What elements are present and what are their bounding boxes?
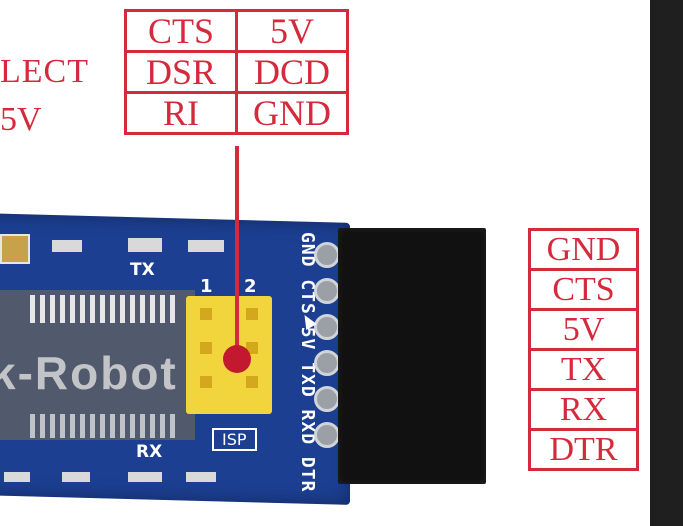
table-row: TX <box>528 348 639 391</box>
table-cell: DSR <box>124 50 238 94</box>
table-cell: DCD <box>235 50 349 94</box>
led-rx-component <box>128 472 162 482</box>
table-row: GND <box>528 228 639 271</box>
table-row: RX <box>528 388 639 431</box>
table-cell: DTR <box>528 428 639 471</box>
table-cell: CTS <box>528 268 639 311</box>
table-cell: 5V <box>235 9 349 53</box>
table-cell: GND <box>528 228 639 271</box>
table-cell: GND <box>235 91 349 135</box>
table-row: 5V <box>528 308 639 351</box>
header-pin <box>314 242 340 268</box>
header-pin <box>314 422 340 448</box>
top-pin-table: CTS 5V DSR DCD RI GND <box>124 9 349 135</box>
jumper-pin <box>200 376 212 388</box>
table-row: RI GND <box>124 91 349 135</box>
jumper-pin <box>246 308 258 320</box>
jumper-pin <box>200 342 212 354</box>
ic-pins-top <box>30 295 180 323</box>
header-pin <box>314 350 340 376</box>
smd-component <box>186 472 216 482</box>
jumper-number-1: 1 <box>200 276 213 297</box>
jumper-number-2: 2 <box>244 276 257 297</box>
jumper-pin <box>246 376 258 388</box>
dark-side-panel <box>650 0 683 526</box>
table-row: CTS <box>528 268 639 311</box>
rx-label: RX <box>136 442 163 462</box>
table-row: CTS 5V <box>124 9 349 53</box>
tx-label: TX <box>130 260 155 280</box>
indicator-dot <box>223 345 251 373</box>
smd-component <box>4 472 30 482</box>
table-cell: RX <box>528 388 639 431</box>
watermark-text: k-Robot <box>0 347 178 399</box>
select-label-line2: 5V <box>0 101 42 138</box>
right-pin-table: GND CTS 5V TX RX DTR <box>528 228 639 471</box>
header-connector <box>338 228 486 484</box>
table-cell: 5V <box>528 308 639 351</box>
select-label-line1: LECT <box>0 53 89 90</box>
header-pin <box>314 314 340 340</box>
table-row: DSR DCD <box>124 50 349 94</box>
isp-label: ISP <box>212 428 257 451</box>
led-tx-component <box>128 238 162 252</box>
jumper-pin <box>200 308 212 320</box>
table-cell: TX <box>528 348 639 391</box>
product-photo: LECT 5V CTS 5V DSR DCD RI GND <box>0 0 650 526</box>
ic-pins-bottom <box>30 414 180 438</box>
header-pin <box>314 278 340 304</box>
smd-component <box>62 472 90 482</box>
capacitor-component <box>0 234 30 264</box>
table-row: DTR <box>528 428 639 471</box>
smd-component <box>188 240 224 252</box>
table-cell: RI <box>124 91 238 135</box>
header-pin <box>314 386 340 412</box>
table-cell: CTS <box>124 9 238 53</box>
leader-line <box>235 146 239 360</box>
smd-component <box>52 240 82 252</box>
